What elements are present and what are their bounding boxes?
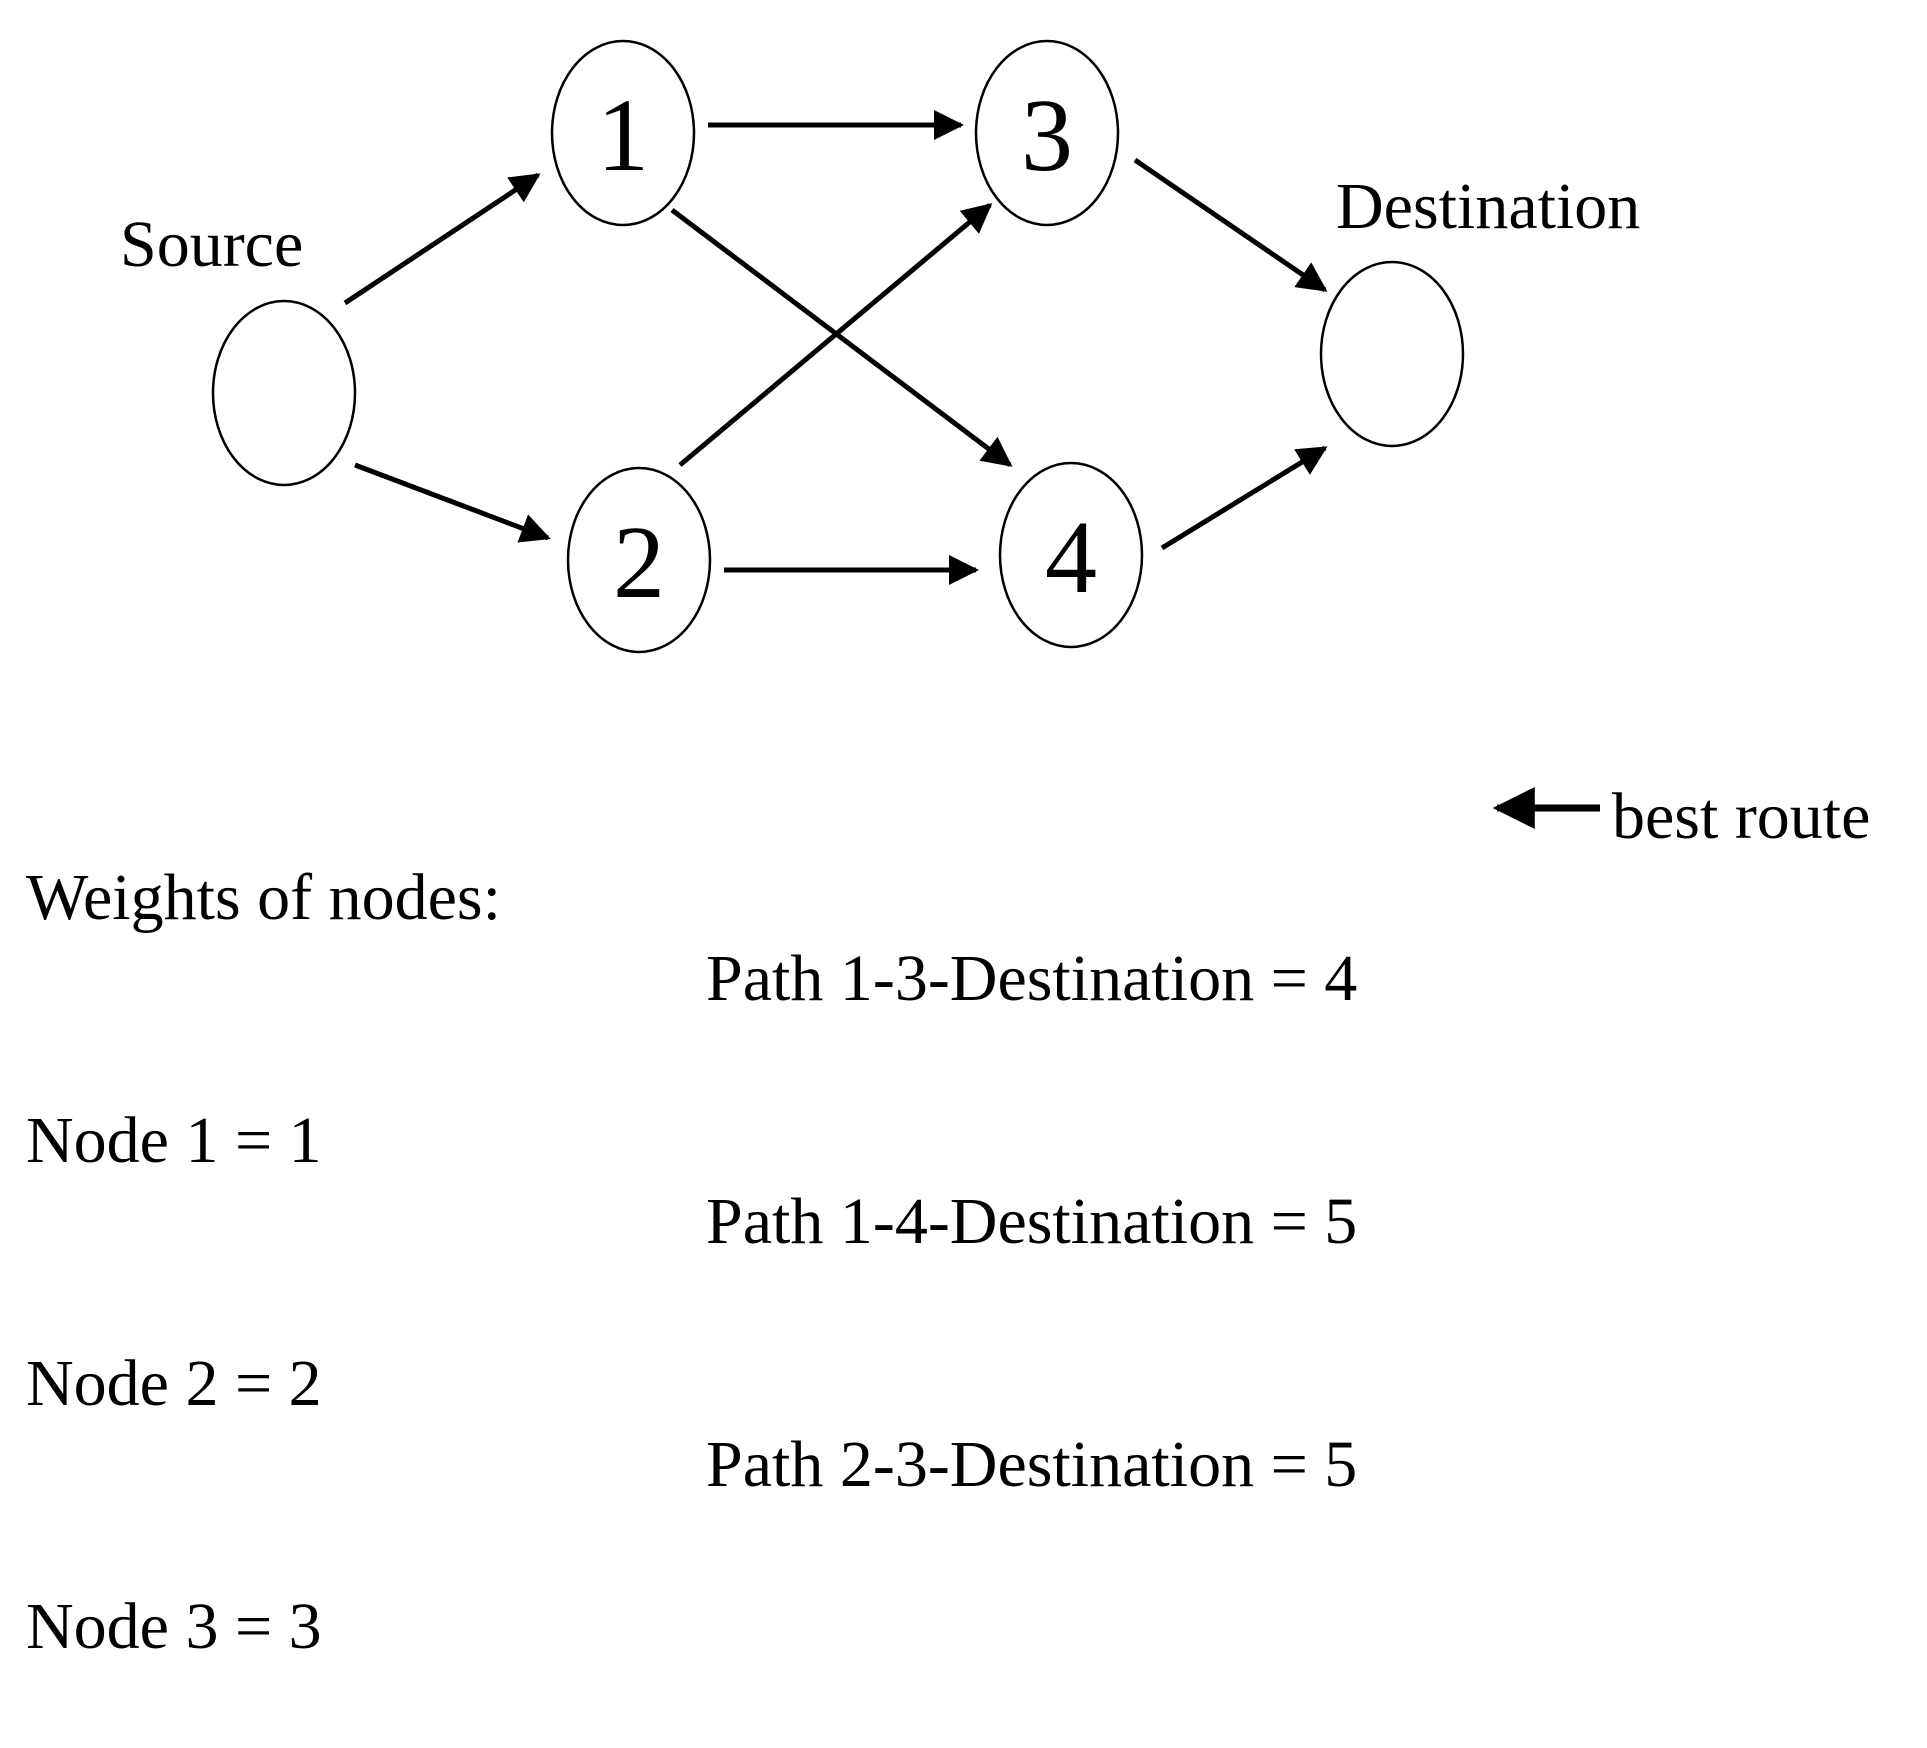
weight-node-1: Node 1 = 1 (26, 1104, 322, 1177)
node-2: 2 (566, 466, 712, 654)
weight-node-3: Node 3 = 3 (26, 1590, 322, 1663)
edge-2-3 (678, 203, 993, 467)
best-route-label: best route (1612, 780, 1871, 853)
edge-1-4 (670, 208, 1013, 467)
node-2-number: 2 (613, 505, 665, 620)
node-3-number: 3 (1021, 78, 1073, 193)
weight-node-2: Node 2 = 2 (26, 1347, 322, 1420)
node-4: 4 (998, 461, 1144, 649)
edge-3-destination (1133, 157, 1328, 293)
edges (343, 110, 1328, 585)
edge-4-destination (1160, 445, 1328, 551)
edge-source-2 (354, 462, 551, 543)
node-destination: Destination (1319, 170, 1640, 448)
node-4-number: 4 (1045, 500, 1097, 615)
weights-heading: Weights of nodes: (26, 861, 501, 934)
node-1-number: 1 (597, 78, 649, 193)
source-label: Source (120, 208, 303, 281)
path-1-4-destination: Path 1-4-Destination = 5 (706, 1185, 1358, 1258)
node-source: Source (120, 208, 357, 487)
network-diagram: Source 1 2 3 4 Destination (120, 39, 1640, 829)
node-1: 1 (550, 39, 696, 227)
edge-source-1 (343, 172, 541, 306)
path-1-3-destination: Path 1-3-Destination = 4 (706, 942, 1358, 1015)
paths-legend: Path 1-3-Destination = 4 Path 1-4-Destin… (706, 776, 1357, 1586)
node-3: 3 (974, 39, 1120, 227)
weights-legend: Weights of nodes: Node 1 = 1 Node 2 = 2 … (26, 695, 501, 1748)
destination-label: Destination (1336, 170, 1640, 243)
path-2-3-destination: Path 2-3-Destination = 5 (706, 1428, 1358, 1501)
